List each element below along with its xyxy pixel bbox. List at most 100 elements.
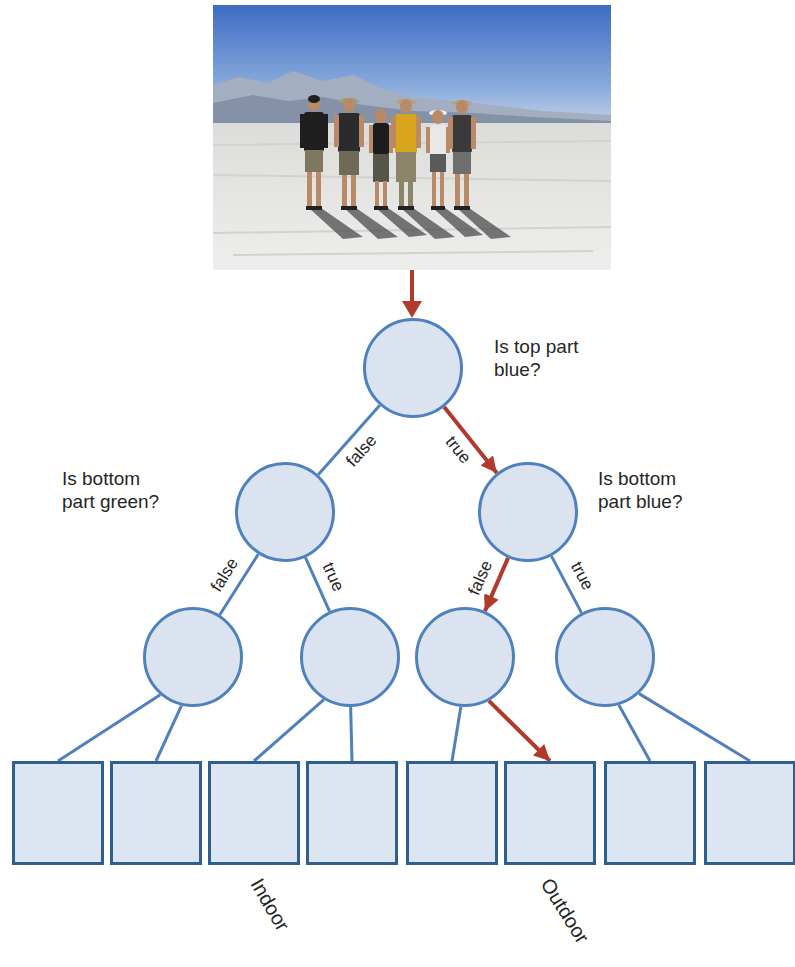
person (300, 95, 328, 210)
arm (426, 127, 430, 153)
person (334, 98, 364, 210)
shirt (304, 112, 324, 152)
input-arrow (410, 270, 414, 303)
shorts (373, 154, 389, 182)
circle-shape (237, 464, 334, 561)
circle-shape (302, 609, 399, 706)
leaf-box (604, 761, 696, 865)
person (426, 110, 450, 210)
circle-outline (555, 607, 655, 707)
person (391, 99, 421, 210)
arm (359, 115, 364, 147)
leaf-box (306, 761, 398, 865)
decision-circle: Is top part blue? (363, 318, 463, 418)
circle-shape (557, 609, 654, 706)
leg (383, 181, 387, 207)
circle-shape (417, 609, 514, 706)
leaf-box (704, 761, 795, 865)
tree-edge (452, 707, 461, 761)
shorts (305, 150, 323, 172)
person (369, 109, 393, 210)
edge-label: false (341, 430, 383, 473)
tree-edge (619, 705, 650, 761)
leaf-box (504, 761, 596, 865)
shoes (341, 206, 357, 210)
leg (375, 181, 379, 207)
shirt (430, 125, 446, 155)
shoes (454, 206, 470, 210)
hat (308, 95, 320, 103)
shirt (395, 114, 417, 154)
arm (391, 116, 396, 148)
tree-edge (489, 701, 550, 761)
leg (408, 181, 413, 207)
leaf-box (406, 761, 498, 865)
circle-outline (363, 318, 463, 418)
arm (300, 114, 305, 148)
input-arrowhead (402, 301, 422, 318)
leg (307, 172, 312, 207)
shoes (398, 206, 414, 210)
shirt (373, 123, 389, 155)
question-text: Is bottom part green? (62, 468, 167, 514)
decision-circle (143, 607, 243, 707)
decision-circle (415, 607, 515, 707)
shorts (339, 151, 359, 175)
circle-shape (145, 609, 242, 706)
shoes (431, 206, 445, 210)
leg (464, 174, 469, 207)
question-text: Is top part blue? (494, 336, 580, 382)
arm (334, 115, 339, 147)
circle-outline (235, 462, 335, 562)
question-text: Is bottom part blue? (598, 468, 703, 514)
shorts (430, 154, 446, 172)
leg (351, 175, 356, 207)
head (400, 99, 412, 113)
leaf-box (208, 761, 300, 865)
tree-edge (156, 706, 181, 761)
head (456, 100, 468, 114)
tree-edge (58, 695, 160, 761)
arm (323, 114, 328, 148)
decision-circle: Is bottom part green? (235, 462, 335, 562)
edge-label: false (205, 553, 244, 598)
sky (213, 5, 611, 130)
tree-edge (351, 707, 352, 761)
circle-outline (300, 607, 400, 707)
arm (471, 117, 476, 149)
photo-illustration (213, 5, 611, 270)
decision-circle: Is bottom part blue? (478, 462, 578, 562)
shadow (457, 208, 511, 239)
tree-edge (639, 694, 750, 761)
shadows (309, 208, 511, 239)
leg (440, 172, 444, 207)
circle-outline (143, 607, 243, 707)
leg (399, 181, 404, 207)
leg (432, 172, 436, 207)
shoes (374, 206, 388, 210)
decision-circle (555, 607, 655, 707)
arm (369, 125, 373, 153)
leaf-box (12, 761, 104, 865)
shirt (452, 115, 472, 153)
arm (448, 117, 453, 149)
decision-circle (300, 607, 400, 707)
leg (455, 174, 460, 207)
shirt (338, 113, 360, 153)
leg (342, 175, 347, 207)
head (432, 110, 444, 124)
circle-shape (480, 464, 577, 561)
circle-outline (478, 462, 578, 562)
circle-shape (365, 320, 462, 417)
leg (316, 172, 321, 207)
head (343, 98, 355, 112)
tree-edge (254, 700, 324, 761)
trousers (396, 152, 416, 182)
class-label: Indoor (246, 874, 295, 935)
shorts (453, 152, 471, 174)
person (448, 100, 476, 210)
leaf-box (110, 761, 202, 865)
flat-texture (213, 141, 611, 255)
circle-outline (415, 607, 515, 707)
